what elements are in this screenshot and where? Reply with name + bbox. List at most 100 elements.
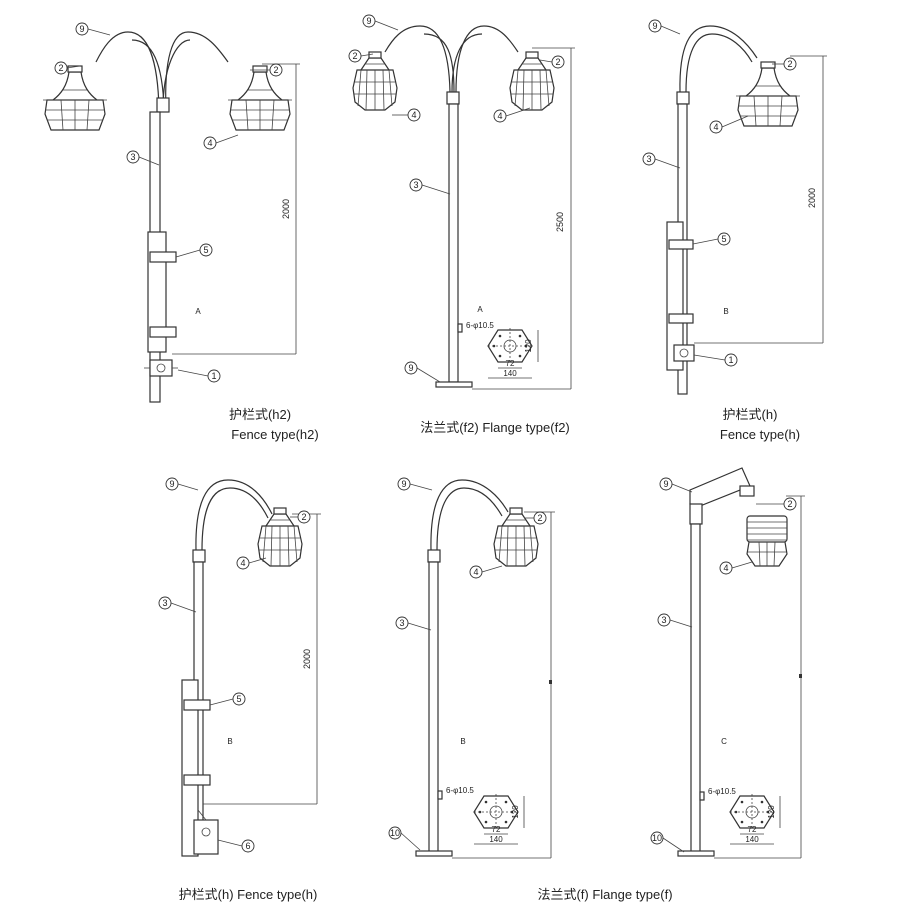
section-letter: B bbox=[460, 737, 465, 746]
pole-collar bbox=[192, 549, 206, 563]
hole-label: 6-φ10.5 bbox=[708, 787, 736, 796]
arm bbox=[195, 479, 273, 551]
callout: 4 bbox=[709, 115, 749, 134]
callout: 10 bbox=[388, 826, 421, 851]
svg-text:4: 4 bbox=[411, 110, 416, 120]
height-dim: 2000 bbox=[281, 199, 291, 219]
arm-right bbox=[165, 31, 229, 111]
svg-text:2: 2 bbox=[301, 512, 306, 522]
fence-plate bbox=[181, 679, 199, 857]
pole bbox=[448, 103, 459, 383]
callout: 9 bbox=[648, 19, 681, 35]
base-dim: 140 bbox=[489, 835, 503, 844]
clamp-top bbox=[149, 251, 177, 263]
height-dim: 2000 bbox=[302, 649, 312, 669]
pole-collar bbox=[156, 97, 170, 113]
svg-text:4: 4 bbox=[473, 567, 478, 577]
clamp-bottom bbox=[183, 774, 211, 786]
arm-left bbox=[384, 25, 451, 93]
lamp bbox=[735, 61, 801, 127]
callout: 9 bbox=[397, 477, 433, 491]
height-dim: 2500 bbox=[555, 212, 565, 232]
clamp-bottom bbox=[668, 313, 694, 324]
callout: 4 bbox=[719, 561, 753, 575]
caption-h2-en: Fence type(h2) bbox=[231, 427, 319, 442]
callout: 2 bbox=[772, 57, 797, 71]
svg-text:3: 3 bbox=[162, 598, 167, 608]
section-letter: B bbox=[227, 737, 232, 746]
height-dim: 2000 bbox=[807, 188, 817, 208]
svg-text:5: 5 bbox=[721, 234, 726, 244]
lamp bbox=[493, 507, 539, 567]
callout: 9 bbox=[165, 477, 199, 491]
lamp-neck bbox=[739, 485, 755, 497]
svg-text:3: 3 bbox=[130, 152, 135, 162]
svg-text:9: 9 bbox=[652, 21, 657, 31]
svg-text:10: 10 bbox=[652, 833, 662, 843]
flange-base bbox=[415, 850, 453, 857]
svg-text:2: 2 bbox=[352, 51, 357, 61]
svg-text:1: 1 bbox=[211, 371, 216, 381]
svg-text:3: 3 bbox=[399, 618, 404, 628]
callout: 6 bbox=[217, 839, 255, 853]
lamp-right bbox=[227, 65, 293, 131]
base-dim: 120 bbox=[511, 805, 520, 819]
section-letter: B bbox=[723, 307, 728, 316]
junction-box bbox=[193, 809, 219, 855]
callout: 5 bbox=[209, 692, 246, 706]
callout: 10 bbox=[650, 831, 685, 853]
svg-text:9: 9 bbox=[169, 479, 174, 489]
base-dim: 72 bbox=[748, 825, 757, 834]
callout: 4 bbox=[203, 134, 239, 150]
arm-right bbox=[455, 25, 519, 93]
callout: 1 bbox=[177, 369, 221, 383]
svg-text:2: 2 bbox=[787, 499, 792, 509]
callout: 9 bbox=[659, 477, 693, 493]
pole-collar bbox=[446, 91, 460, 105]
callout: 5 bbox=[692, 232, 731, 246]
base-dim: 140 bbox=[503, 369, 517, 378]
callout: 4 bbox=[236, 556, 267, 570]
callout: 2 bbox=[290, 510, 311, 524]
callout: 3 bbox=[126, 150, 160, 166]
lamp bbox=[746, 515, 788, 567]
callout: 9 bbox=[404, 361, 441, 383]
callout: 4 bbox=[392, 108, 421, 122]
caption-h-en: Fence type(h) bbox=[719, 427, 801, 442]
section-letter: C bbox=[721, 737, 727, 746]
svg-text:5: 5 bbox=[203, 245, 208, 255]
callout: 2 bbox=[250, 63, 283, 77]
panel-f2-flange: 2500 A 6-φ10.5 120 72 140 9 2 2 4 4 3 9 bbox=[348, 14, 575, 390]
pole-collar bbox=[427, 549, 441, 563]
svg-text:3: 3 bbox=[413, 180, 418, 190]
lamp-left bbox=[42, 65, 108, 131]
section-letter: A bbox=[477, 305, 483, 314]
callout: 3 bbox=[657, 613, 693, 628]
svg-text:3: 3 bbox=[646, 154, 651, 164]
caption-f2: 法兰式(f2) Flange type(f2) bbox=[420, 420, 570, 435]
hole-label: 6-φ10.5 bbox=[466, 321, 494, 330]
lamp-left bbox=[352, 51, 398, 111]
arm bbox=[430, 479, 509, 551]
arm-left bbox=[95, 31, 160, 111]
base-dim: 72 bbox=[492, 825, 501, 834]
callout: 3 bbox=[642, 152, 681, 169]
callout: 9 bbox=[75, 22, 111, 36]
svg-text:9: 9 bbox=[366, 16, 371, 26]
callout: 1 bbox=[693, 353, 738, 367]
svg-text:4: 4 bbox=[723, 563, 728, 573]
clamp-top bbox=[183, 699, 211, 711]
pole-top bbox=[689, 503, 703, 525]
svg-text:2: 2 bbox=[273, 65, 278, 75]
base-dim: 120 bbox=[767, 805, 776, 819]
svg-text:10: 10 bbox=[390, 828, 400, 838]
junction-box bbox=[673, 344, 695, 362]
svg-text:4: 4 bbox=[713, 122, 718, 132]
callout: 2 bbox=[54, 61, 81, 75]
caption-h-2: 护栏式(h) Fence type(h) bbox=[178, 887, 318, 902]
svg-text:1: 1 bbox=[728, 355, 733, 365]
callout: 3 bbox=[158, 596, 197, 613]
arm bbox=[679, 25, 758, 93]
fence-plate bbox=[666, 221, 684, 371]
clamp-bottom bbox=[149, 326, 177, 338]
